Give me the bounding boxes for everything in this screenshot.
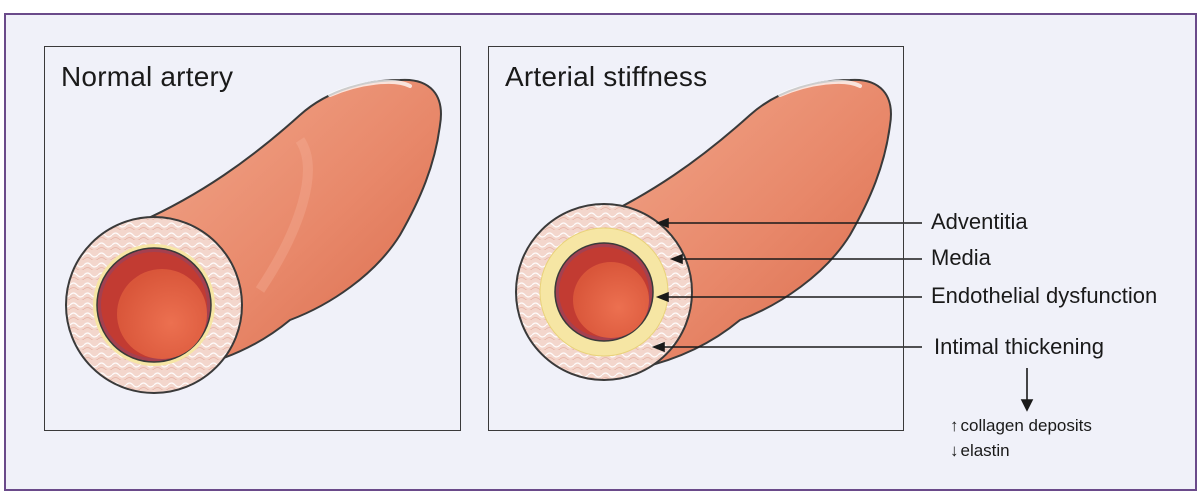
stiffness-panel: Arterial stiffness bbox=[488, 46, 904, 431]
panel-title-stiffness: Arterial stiffness bbox=[505, 61, 707, 93]
note-collagen-text: collagen deposits bbox=[961, 416, 1092, 435]
normal-artery-panel: Normal artery bbox=[44, 46, 461, 431]
label-adventitia: Adventitia bbox=[931, 209, 1028, 235]
panel-title-normal: Normal artery bbox=[61, 61, 233, 93]
note-elastin: ↓elastin bbox=[950, 441, 1010, 461]
arrow-up-icon: ↑ bbox=[950, 416, 959, 435]
label-media: Media bbox=[931, 245, 991, 271]
arrow-down-icon: ↓ bbox=[950, 441, 959, 460]
note-elastin-text: elastin bbox=[961, 441, 1010, 460]
note-collagen: ↑collagen deposits bbox=[950, 416, 1092, 436]
label-endothelial-dysfunction: Endothelial dysfunction bbox=[931, 283, 1157, 309]
label-intimal-thickening: Intimal thickening bbox=[934, 334, 1104, 360]
